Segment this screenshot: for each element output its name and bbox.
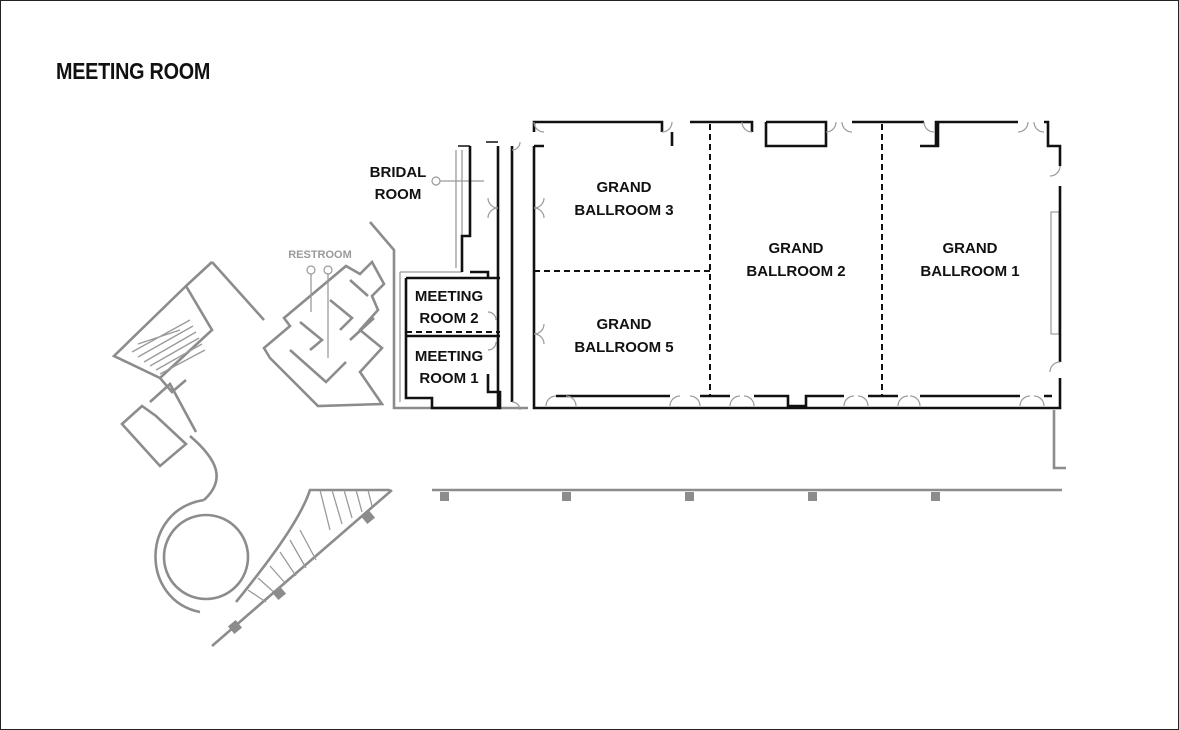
grand-ballroom-1-label-line2: BALLROOM 1	[920, 263, 1019, 280]
grand-ballroom-5-label-line2: BALLROOM 5	[574, 339, 673, 356]
grand-ballroom-3-label-line1: GRAND	[597, 179, 652, 196]
room-labels: BRIDAL ROOM RESTROOM MEETING ROOM 2 MEET…	[288, 164, 1019, 387]
ballroom-walls	[404, 120, 1062, 410]
meeting-room-2-label-line1: MEETING	[415, 288, 483, 305]
page-title: MEETING ROOM	[56, 58, 211, 84]
meeting-room-2-label-line2: ROOM 2	[419, 310, 478, 327]
bridal-room-label-line2: ROOM	[375, 186, 422, 203]
grand-ballroom-2-label-line2: BALLROOM 2	[746, 263, 845, 280]
grand-ballroom-3-label-line2: BALLROOM 3	[574, 202, 673, 219]
bridal-room-label-line1: BRIDAL	[370, 164, 427, 181]
meeting-room-1-label-line1: MEETING	[415, 348, 483, 365]
meeting-room-1-label-line2: ROOM 1	[419, 370, 478, 387]
grand-ballroom-2-label-line1: GRAND	[769, 240, 824, 257]
left-wing-structure	[111, 261, 393, 647]
restroom-structure	[262, 259, 386, 408]
door-swings	[487, 121, 1061, 411]
restroom-label: RESTROOM	[288, 249, 352, 261]
grand-ballroom-5-label-line1: GRAND	[597, 316, 652, 333]
room-dividers	[406, 124, 883, 396]
grand-ballroom-1-label-line1: GRAND	[943, 240, 998, 257]
